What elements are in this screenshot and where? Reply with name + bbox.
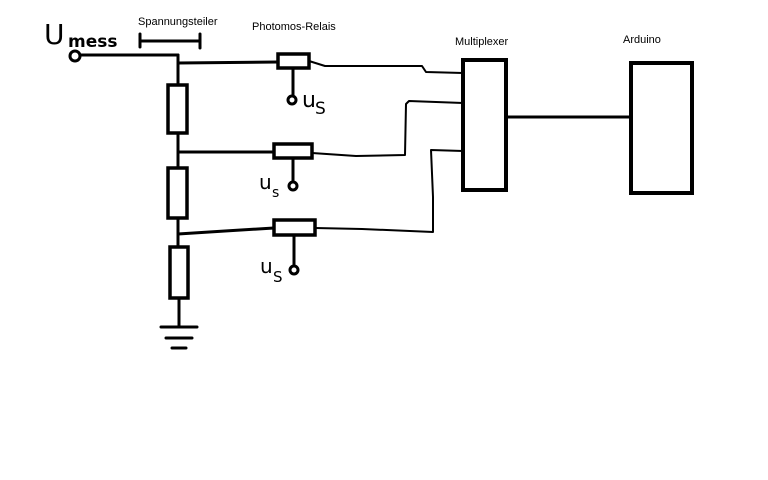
- relay-2-control-symbol: u: [259, 170, 272, 194]
- tap-wire-3: [176, 226, 276, 236]
- relay-1-control-symbol: u: [302, 88, 316, 113]
- arduino-label: Arduino: [623, 34, 661, 46]
- relay-2-control-terminal: [287, 180, 299, 192]
- voltage-divider: [166, 53, 190, 328]
- relay-2-control-subscript: s: [272, 185, 279, 201]
- spannungsteiler-bracket: [138, 32, 202, 50]
- spannungsteiler-label: Spannungsteiler: [138, 16, 218, 28]
- divider-resistor-2: [166, 166, 189, 220]
- multiplexer-label: Multiplexer: [455, 36, 509, 48]
- multiplexer-block: [461, 58, 508, 192]
- divider-resistor-1: [166, 83, 189, 135]
- relay-2-to-mux-wire: [311, 100, 464, 157]
- umess-symbol: U: [44, 18, 65, 51]
- photomos-relay-3: [272, 218, 317, 237]
- relay-3-control-terminal: [288, 264, 300, 276]
- photomos-relay-1: [276, 52, 311, 70]
- tap-wire-1: [176, 60, 280, 65]
- relay-3-control-symbol: u: [260, 254, 273, 278]
- photomos-relais-label: Photomos-Relais: [252, 21, 336, 33]
- relay-3-control-subscript: S: [273, 268, 283, 286]
- relay-3-to-mux-wire: [314, 149, 464, 233]
- relay-1-control-terminal: [286, 94, 298, 106]
- ground-icon: [159, 325, 199, 350]
- umess-subscript: mess: [68, 32, 117, 52]
- relay-1-control-subscript: S: [315, 99, 326, 119]
- photomos-relay-2: [272, 142, 314, 160]
- input-terminal: [68, 49, 82, 63]
- relay-1-to-mux-wire: [308, 60, 464, 74]
- divider-resistor-3: [168, 245, 190, 300]
- arduino-block: [629, 61, 694, 195]
